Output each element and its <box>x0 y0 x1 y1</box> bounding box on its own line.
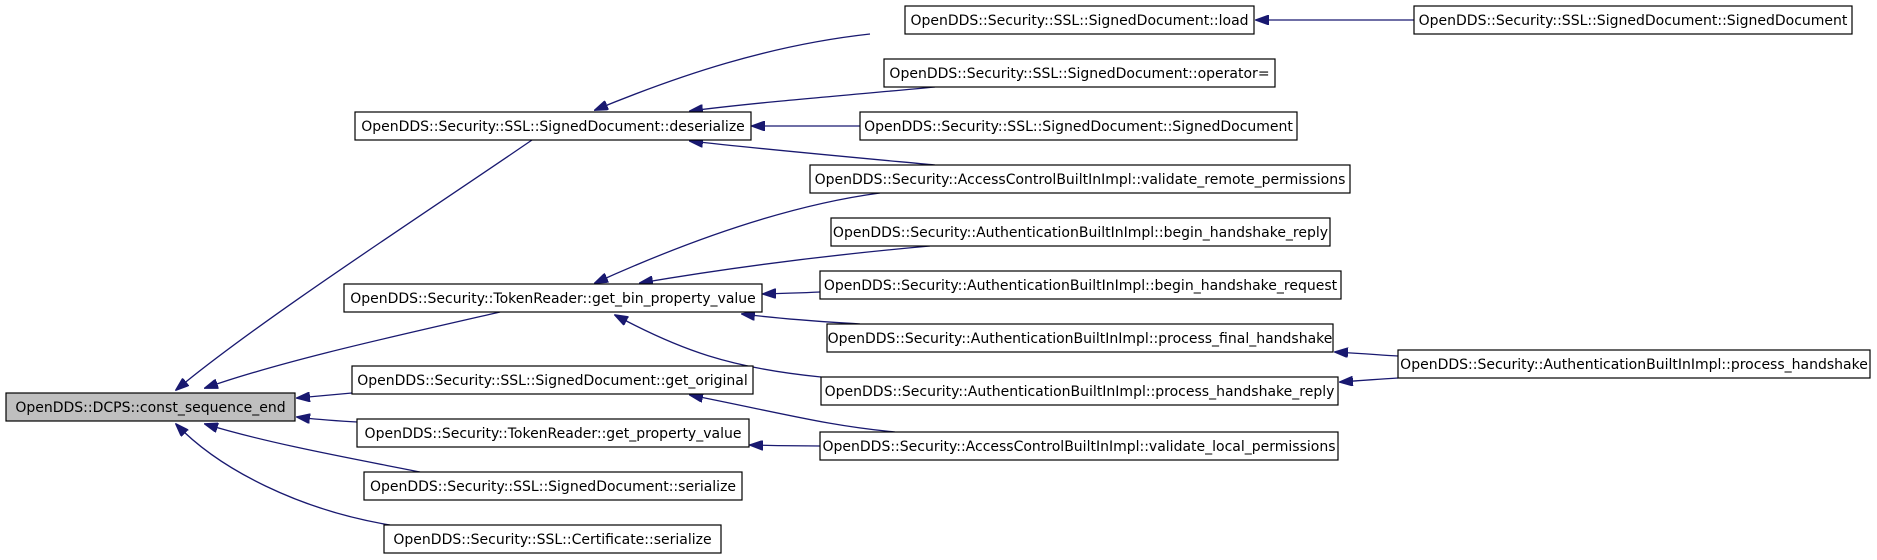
node-box <box>354 111 752 141</box>
call-edge-n12-to-n2 <box>640 245 931 283</box>
caller-function-node[interactable]: OpenDDS::Security::SSL::SignedDocument::… <box>859 111 1298 141</box>
edges-layer <box>176 20 1414 526</box>
node-box <box>904 5 1255 35</box>
caller-function-node[interactable]: OpenDDS::Security::SSL::SignedDocument::… <box>354 111 752 141</box>
caller-function-node[interactable]: OpenDDS::Security::AuthenticationBuiltIn… <box>1397 349 1871 379</box>
node-label: OpenDDS::Security::SSL::Certificate::ser… <box>393 532 711 548</box>
call-edge-n16-to-n3 <box>690 395 896 433</box>
node-box <box>363 471 743 501</box>
node-label: OpenDDS::Security::TokenReader::get_bin_… <box>350 291 756 307</box>
call-edge-n3-to-n0 <box>297 393 353 398</box>
node-label: OpenDDS::Security::SSL::SignedDocument::… <box>357 373 748 389</box>
node-box <box>819 431 1339 461</box>
caller-function-node[interactable]: OpenDDS::Security::AccessControlBuiltInI… <box>809 164 1351 194</box>
node-label: OpenDDS::Security::AccessControlBuiltInI… <box>815 172 1346 188</box>
call-edge-n14-to-n2 <box>742 314 861 325</box>
call-edge-n7-to-n1 <box>595 33 871 110</box>
caller-function-node[interactable]: OpenDDS::Security::SSL::SignedDocument::… <box>1413 5 1853 35</box>
node-label: OpenDDS::Security::AuthenticationBuiltIn… <box>824 278 1338 294</box>
call-edge-n10-to-n1 <box>690 141 936 166</box>
caller-function-node[interactable]: OpenDDS::Security::SSL::SignedDocument::… <box>904 5 1255 35</box>
node-label: OpenDDS::Security::AuthenticationBuiltIn… <box>828 331 1333 347</box>
nodes-layer: OpenDDS::DCPS::const_sequence_endOpenDDS… <box>5 5 1871 554</box>
node-label: OpenDDS::Security::SSL::SignedDocument::… <box>889 66 1269 82</box>
caller-function-node[interactable]: OpenDDS::Security::AuthenticationBuiltIn… <box>820 376 1339 406</box>
call-edge-n8-to-n1 <box>690 86 936 111</box>
node-box <box>343 283 763 313</box>
call-edge-n15-to-n2 <box>615 315 822 378</box>
call-edge-n5-to-n0 <box>205 424 421 473</box>
node-box <box>883 58 1276 88</box>
caller-function-node[interactable]: OpenDDS::Security::SSL::SignedDocument::… <box>351 365 754 395</box>
node-box <box>830 217 1331 247</box>
call-edge-n6-to-n0 <box>176 424 391 526</box>
node-label: OpenDDS::Security::SSL::SignedDocument::… <box>864 119 1293 135</box>
caller-function-node[interactable]: OpenDDS::Security::AuthenticationBuiltIn… <box>826 323 1334 353</box>
call-edge-n16-to-n4 <box>750 445 821 446</box>
node-label: OpenDDS::Security::AuthenticationBuiltIn… <box>825 384 1335 400</box>
node-box <box>859 111 1298 141</box>
node-box <box>819 270 1342 300</box>
call-edge-n1-to-n0 <box>176 139 533 390</box>
root-function-node[interactable]: OpenDDS::DCPS::const_sequence_end <box>5 392 296 422</box>
node-label: OpenDDS::Security::AuthenticationBuiltIn… <box>1400 357 1868 373</box>
node-box <box>356 418 750 448</box>
node-box <box>383 524 722 554</box>
node-label: OpenDDS::Security::SSL::SignedDocument::… <box>910 13 1248 29</box>
call-edge-n10-to-n2 <box>595 192 881 283</box>
call-edge-n17-to-n14 <box>1335 352 1399 356</box>
node-label: OpenDDS::Security::AccessControlBuiltInI… <box>822 439 1335 455</box>
call-edge-n13-to-n2 <box>763 292 821 294</box>
node-label: OpenDDS::Security::SSL::SignedDocument::… <box>361 119 745 135</box>
caller-function-node[interactable]: OpenDDS::Security::TokenReader::get_bin_… <box>343 283 763 313</box>
call-edge-n2-to-n0 <box>205 311 501 388</box>
call-edge-n4-to-n0 <box>297 417 358 422</box>
caller-function-node[interactable]: OpenDDS::Security::SSL::Certificate::ser… <box>383 524 722 554</box>
node-label: OpenDDS::Security::AuthenticationBuiltIn… <box>833 225 1328 241</box>
node-box <box>826 323 1334 353</box>
caller-function-node[interactable]: OpenDDS::Security::SSL::SignedDocument::… <box>883 58 1276 88</box>
node-label: OpenDDS::Security::SSL::SignedDocument::… <box>1419 13 1848 29</box>
node-label: OpenDDS::DCPS::const_sequence_end <box>15 400 285 416</box>
node-box <box>5 392 296 422</box>
node-label: OpenDDS::Security::TokenReader::get_prop… <box>365 426 742 442</box>
caller-function-node[interactable]: OpenDDS::Security::TokenReader::get_prop… <box>356 418 750 448</box>
node-box <box>809 164 1351 194</box>
node-box <box>351 365 754 395</box>
node-box <box>1397 349 1871 379</box>
node-label: OpenDDS::Security::SSL::SignedDocument::… <box>370 479 736 495</box>
node-box <box>820 376 1339 406</box>
caller-function-node[interactable]: OpenDDS::Security::SSL::SignedDocument::… <box>363 471 743 501</box>
caller-function-node[interactable]: OpenDDS::Security::AccessControlBuiltInI… <box>819 431 1339 461</box>
node-box <box>1413 5 1853 35</box>
caller-function-node[interactable]: OpenDDS::Security::AuthenticationBuiltIn… <box>819 270 1342 300</box>
call-edge-n17-to-n15 <box>1340 378 1399 382</box>
caller-function-node[interactable]: OpenDDS::Security::AuthenticationBuiltIn… <box>830 217 1331 247</box>
